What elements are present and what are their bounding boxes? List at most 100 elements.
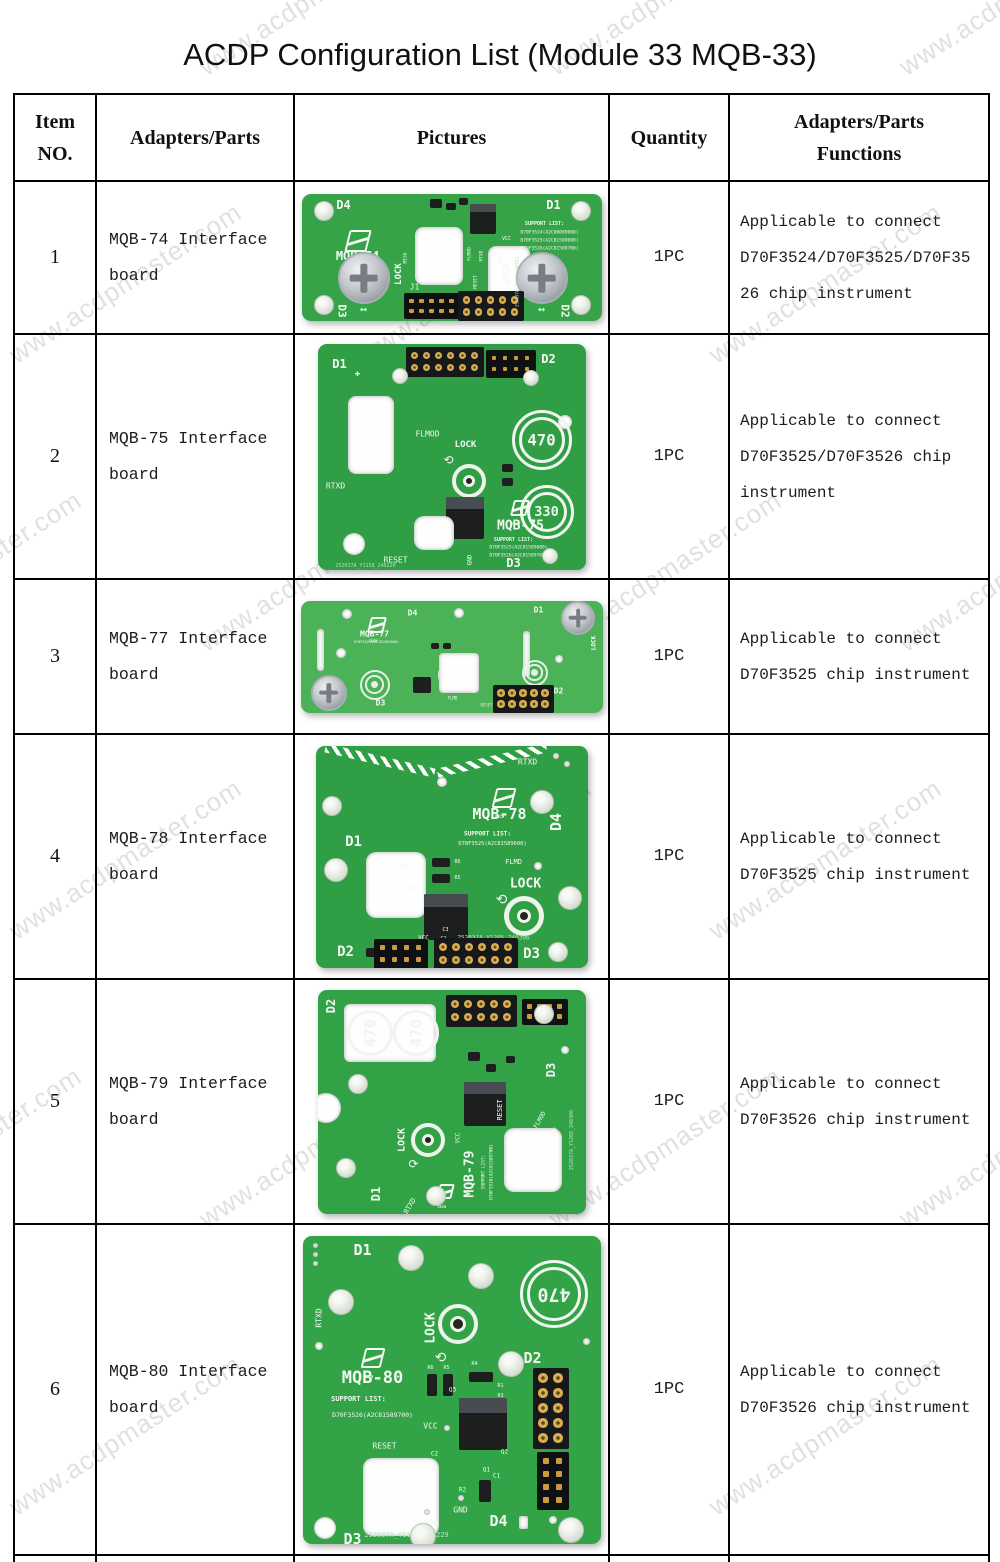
header-quantity: Quantity bbox=[608, 93, 730, 182]
pcb-component-icon bbox=[431, 857, 450, 867]
pin bbox=[513, 366, 519, 372]
pin bbox=[538, 1373, 548, 1383]
pin bbox=[486, 308, 495, 316]
pcb-component-icon bbox=[463, 1081, 506, 1126]
pcb-silkscreen-label: FLMOD bbox=[467, 247, 472, 261]
pcb-swirl-icon bbox=[531, 669, 538, 676]
pcb-silkscreen-label: 252037A_Y1193_240229 bbox=[364, 1530, 449, 1539]
part-name-cell: MQB-77 Interface board bbox=[95, 578, 295, 735]
pcb-cutout bbox=[365, 851, 426, 918]
pcb-cutout bbox=[413, 515, 454, 550]
pcb-capacitor-mark-icon: 470 bbox=[519, 1259, 588, 1328]
pcb-silkscreen-label: MQB-79 bbox=[462, 1150, 477, 1197]
pcb-silkscreen-label: ↔ bbox=[537, 302, 546, 316]
pin bbox=[556, 1471, 562, 1477]
pin bbox=[553, 1433, 563, 1443]
pcb-pin-header-icon bbox=[457, 291, 524, 321]
pcb-silkscreen-label: LOCK bbox=[423, 1311, 438, 1344]
pcb-silkscreen-label: SUPPORT LIST: bbox=[524, 221, 565, 227]
pcb-hole-icon bbox=[560, 1045, 569, 1054]
pcb-standoff-icon bbox=[467, 1262, 494, 1289]
pcb-male-pins-icon bbox=[373, 938, 428, 968]
pcb-silkscreen-label: D2 bbox=[558, 304, 571, 318]
pcb-silkscreen-label: LOCK bbox=[509, 876, 542, 891]
pcb-silkscreen-label: RST bbox=[402, 862, 413, 869]
header-row: Item NO. Adapters/Parts Pictures Quantit… bbox=[13, 93, 990, 182]
pin bbox=[503, 942, 513, 952]
pin bbox=[474, 296, 483, 304]
pcb-pin-header-icon bbox=[433, 937, 518, 968]
logo-stroke bbox=[368, 621, 384, 629]
pin bbox=[450, 1012, 460, 1022]
component-tab bbox=[469, 204, 496, 212]
quantity-cell: 1PC bbox=[608, 180, 730, 335]
pcb-silkscreen-label: ⟲ bbox=[434, 1349, 447, 1366]
pin bbox=[556, 1458, 562, 1464]
pcb-silkscreen-label: D70F3525(A2C81589600) bbox=[458, 840, 527, 847]
component-tab bbox=[463, 1081, 506, 1094]
part-name-cell: MQB-78 Interface board bbox=[95, 733, 295, 980]
pcb-component-icon bbox=[469, 204, 496, 234]
pcb-silkscreen-label: D1 bbox=[546, 198, 561, 212]
pcb-standoff-icon bbox=[323, 857, 348, 882]
pin bbox=[557, 1004, 562, 1009]
pcb-screw-icon bbox=[515, 252, 568, 304]
pcb-hole-icon bbox=[314, 1341, 323, 1350]
pcb-standoff-icon bbox=[425, 1185, 446, 1206]
pcb-capacitor-mark-icon: 470 bbox=[346, 1009, 393, 1056]
pcb-component-icon bbox=[468, 1371, 493, 1382]
pin bbox=[463, 1012, 473, 1022]
screw-slot bbox=[575, 608, 580, 627]
pcb-screw-icon bbox=[560, 600, 595, 635]
pin bbox=[410, 351, 419, 360]
component-tab bbox=[423, 893, 468, 907]
pcb-hole-icon bbox=[313, 1243, 318, 1248]
pcb-cutout bbox=[518, 1515, 528, 1529]
pin bbox=[476, 999, 486, 1009]
pin bbox=[510, 308, 519, 316]
pcb-photo-MQB-75: D1✚D2FLMODLOCK⟲RTXD470330VCCTECHMQB-75SU… bbox=[317, 343, 586, 570]
pcb-silkscreen-label: LOCK bbox=[454, 439, 477, 450]
pin bbox=[538, 1418, 548, 1428]
pin bbox=[510, 296, 519, 304]
pcb-silkscreen-label: VCC bbox=[454, 1132, 461, 1143]
header-functions: Adapters/Parts Functions bbox=[728, 93, 990, 182]
pin bbox=[502, 999, 512, 1009]
pin bbox=[419, 308, 424, 314]
pcb-hole-icon bbox=[436, 776, 447, 787]
pcb-screw-hole-icon bbox=[421, 1133, 434, 1146]
part-name-cell: MQB-80 Interface board bbox=[95, 1223, 295, 1556]
yanhua-tech-logo-icon: TECH bbox=[360, 1347, 385, 1379]
pcb-standoff-icon bbox=[557, 885, 582, 910]
pcb-cutout bbox=[438, 652, 479, 693]
pcb-screw-hole-icon bbox=[516, 908, 531, 923]
pcb-component-icon bbox=[431, 873, 450, 883]
pin bbox=[557, 1014, 562, 1019]
pcb-pin-header-icon bbox=[405, 346, 484, 377]
logo-stroke bbox=[362, 1353, 383, 1363]
pcb-silkscreen-label: LOCK bbox=[501, 263, 512, 285]
pin bbox=[524, 366, 530, 372]
pin bbox=[513, 355, 519, 361]
pcb-pin-header-icon bbox=[445, 994, 517, 1027]
pin bbox=[556, 1497, 562, 1503]
pcb-silkscreen-label: VCC bbox=[423, 1421, 438, 1430]
pcb-hole-icon bbox=[342, 532, 365, 555]
pcb-screw-hole-icon bbox=[462, 474, 475, 487]
pcb-silkscreen-label: FLMOD bbox=[415, 429, 440, 438]
pin bbox=[434, 351, 443, 360]
pcb-hole-icon bbox=[341, 608, 352, 619]
pcb-silkscreen-label: D2 bbox=[337, 943, 354, 960]
pin bbox=[486, 296, 495, 304]
pcb-silkscreen-label: D1 bbox=[353, 1240, 372, 1259]
pin bbox=[553, 1388, 563, 1398]
item-no-cell: 4 bbox=[13, 733, 97, 980]
pcb-lock-ring-icon bbox=[437, 1303, 478, 1344]
pcb-silkscreen-label: LOCK bbox=[590, 635, 597, 650]
pcb-silkscreen-label: FLMD bbox=[447, 695, 458, 700]
